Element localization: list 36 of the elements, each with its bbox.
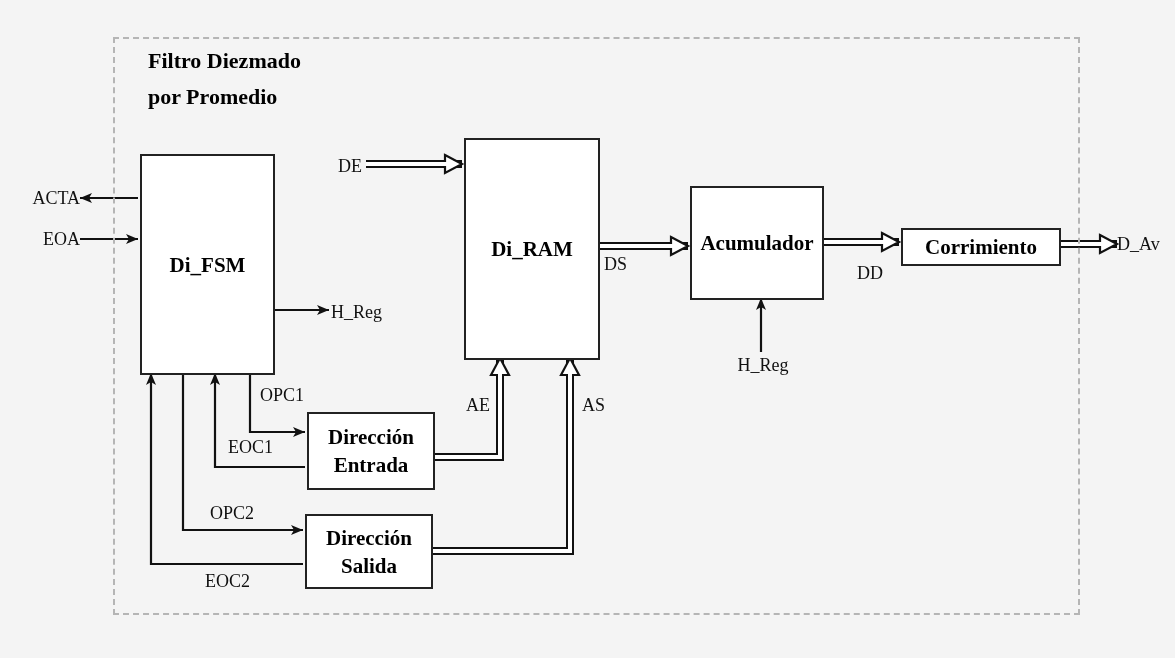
edge-label: EOC2 — [205, 570, 250, 592]
edge-label: AE — [466, 394, 490, 416]
block-label: Di_RAM — [491, 236, 573, 263]
block-label: Dirección Entrada — [327, 424, 415, 479]
block-box — [464, 138, 600, 360]
block-box — [140, 154, 275, 375]
signal-arrow — [181, 373, 303, 535]
signal-name: EOA — [30, 228, 80, 250]
edge-label: DS — [604, 253, 627, 275]
signal-name: D_Av — [1117, 233, 1169, 255]
block-label: Corrimiento — [925, 234, 1037, 261]
block-label: Dirección Salida — [325, 524, 413, 580]
block-box — [305, 514, 433, 589]
signal-arrow — [756, 298, 766, 352]
signal-arrow — [248, 373, 305, 437]
module-title: Filtro Diezmado por Promedio — [148, 47, 302, 111]
signal-name: ACTA — [18, 187, 80, 209]
edge-label: OPC1 — [260, 384, 304, 406]
block-box — [307, 412, 435, 490]
signal-name: DE — [332, 155, 368, 177]
block-box — [901, 228, 1061, 266]
signal-arrow — [146, 373, 303, 566]
edge-label: OPC2 — [210, 502, 254, 524]
signal-arrow — [210, 373, 305, 469]
block-box — [690, 186, 824, 300]
module-boundary — [113, 37, 1080, 615]
bus-arrow — [366, 153, 464, 175]
signal-name: H_Reg — [331, 301, 397, 323]
signal-name: H_Reg — [730, 354, 796, 376]
signal-arrow — [80, 193, 138, 203]
edge-label: DD — [857, 262, 883, 284]
edge-label: EOC1 — [228, 436, 273, 458]
block-label: Di_FSM — [169, 251, 246, 279]
edge-label: AS — [582, 394, 605, 416]
signal-arrow — [80, 234, 138, 244]
block-label: Acumulador — [700, 230, 814, 257]
